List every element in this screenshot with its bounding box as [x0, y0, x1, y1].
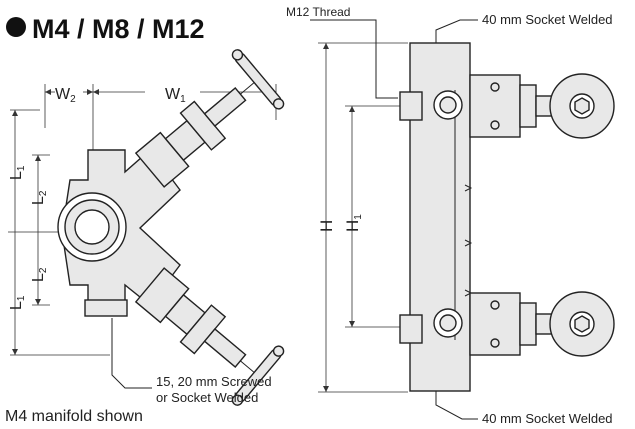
lower-valve [134, 267, 285, 406]
title-text: M4 / M8 / M12 [32, 14, 205, 44]
figure-caption: M4 manifold shown [5, 408, 143, 425]
height-dimension-lines [318, 42, 420, 393]
dim-l2-bottom-label: L2 [30, 267, 49, 282]
socket-bore [74, 209, 110, 245]
dim-h-label: H [317, 220, 336, 232]
y-manifold-body [57, 148, 181, 317]
side-manifold-body [399, 42, 473, 392]
page-title: M4 / M8 / M12 [6, 14, 205, 45]
dim-l2-top-label: L2 [30, 190, 49, 205]
top-socket-leader [435, 19, 478, 43]
bottom-socket-leader [435, 391, 478, 420]
left-view: W2 W1 L1 L2 L2 L1 [8, 49, 285, 406]
top-socket-callout: 40 mm Socket Welded [482, 12, 613, 27]
thread-callout: M12 Thread [286, 5, 350, 19]
thread-callout-leader [310, 19, 398, 99]
bottom-outlet [84, 299, 128, 317]
length-dimension-lines [8, 109, 110, 356]
upper-valve-side [469, 73, 615, 139]
dim-w2-label: W2 [55, 86, 76, 105]
socket-callout-line2: or Socket Welded [156, 390, 258, 405]
dim-l1-bottom-label: L1 [8, 295, 27, 310]
dim-w1-label: W1 [165, 86, 186, 105]
dim-l1-top-label: L1 [8, 165, 27, 180]
lower-valve-side [469, 291, 615, 357]
upper-valve [134, 49, 285, 188]
socket-callout-line1: 15, 20 mm Screwed [156, 374, 272, 389]
right-view: H H1 [286, 5, 615, 426]
dim-h1-label: H1 [343, 214, 364, 232]
bottom-socket-callout: 40 mm Socket Welded [482, 411, 613, 426]
bullet-icon [6, 17, 26, 37]
socket-callout-leader [111, 318, 152, 389]
